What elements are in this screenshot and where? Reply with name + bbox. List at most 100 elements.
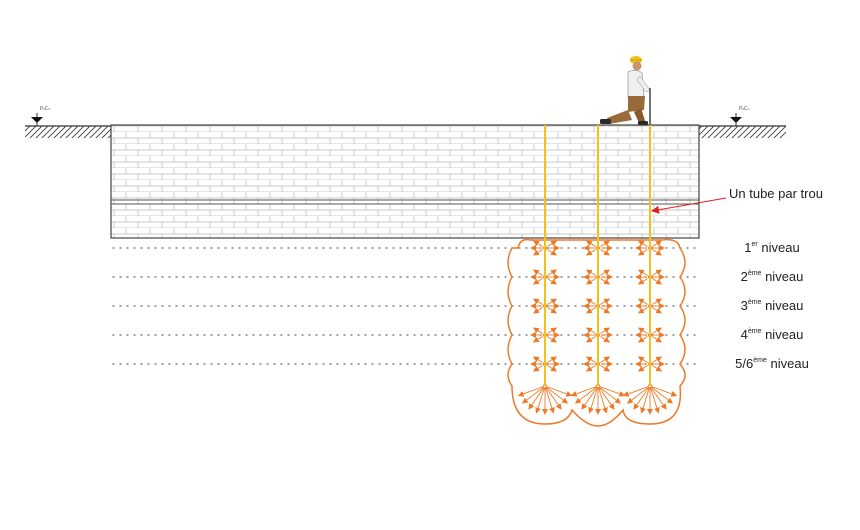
injection-arrow-icon — [585, 240, 596, 247]
injection-arrow-icon — [585, 249, 596, 256]
injection-arrow-icon — [532, 249, 543, 256]
injection-arrow-icon — [637, 336, 648, 343]
injection-fan-arrow-icon — [640, 385, 651, 414]
injection-arrow-icon — [532, 298, 543, 305]
injection-arrow-icon — [547, 327, 558, 334]
injection-arrow-icon — [547, 249, 558, 256]
injection-arrow-icon — [585, 356, 596, 363]
injection-zone — [507, 238, 686, 427]
level-label-2: 2ème niveau — [740, 269, 804, 284]
level-label-4: 4ème niveau — [740, 327, 804, 342]
injection-arrow-icon — [585, 336, 596, 343]
injection-arrow-icon — [637, 327, 648, 334]
injection-arrow-icon — [637, 365, 648, 372]
injection-arrow-icon — [532, 269, 543, 276]
injection-arrow-icon — [637, 298, 648, 305]
injection-fan-arrow-icon — [544, 385, 562, 410]
injection-arrow-icon — [600, 307, 611, 314]
injection-fan-arrow-icon — [649, 385, 667, 410]
injection-arrow-icon — [652, 240, 663, 247]
injection-fan-arrow-icon — [517, 385, 546, 397]
injection-fan-arrow-icon — [581, 385, 599, 410]
injection-arrow-icon — [532, 356, 543, 363]
injection-fan-arrow-icon — [626, 385, 651, 404]
injection-fan-arrow-icon — [597, 385, 626, 397]
injection-fan-arrow-icon — [597, 385, 608, 414]
injection-arrow-icon — [652, 298, 663, 305]
injection-arrow-icon — [600, 327, 611, 334]
injection-arrow-icon — [652, 365, 663, 372]
injection-fan-arrow-icon — [649, 385, 674, 404]
level-marker-icon-left — [31, 113, 43, 126]
injection-fan-arrow-icon — [588, 385, 599, 414]
injection-arrow-icon — [637, 307, 648, 314]
injection-arrow-icon — [600, 269, 611, 276]
annotation-arrow-icon — [651, 197, 727, 214]
injection-zone-outline — [507, 238, 686, 427]
injection-arrow-icon — [532, 240, 543, 247]
injection-arrow-icon — [532, 278, 543, 285]
injection-arrow-icon — [547, 298, 558, 305]
injection-arrow-icon — [637, 356, 648, 363]
injection-arrow-icon — [652, 327, 663, 334]
injection-arrow-icon — [600, 240, 611, 247]
ground-reference-right: P₀C₀ — [739, 106, 750, 112]
injection-arrow-icon — [652, 278, 663, 285]
injection-arrow-icon — [547, 356, 558, 363]
injection-arrow-icon — [532, 365, 543, 372]
injection-arrow-icon — [652, 336, 663, 343]
injection-arrow-icon — [652, 307, 663, 314]
injection-tubes — [544, 125, 651, 386]
injection-fan-arrow-icon — [544, 385, 569, 404]
injection-arrow-icon — [547, 336, 558, 343]
injection-arrow-icon — [637, 249, 648, 256]
level-label-5: 5/6ème niveau — [735, 356, 809, 371]
worker-figure-icon — [600, 56, 651, 125]
injection-fan-arrow-icon — [574, 385, 599, 404]
injection-fan-arrow-icon — [528, 385, 546, 410]
ground-reference-left: P₀C₀ — [40, 106, 51, 112]
injection-arrow-icon — [600, 356, 611, 363]
injection-arrow-icon — [585, 327, 596, 334]
injection-arrow-icon — [652, 249, 663, 256]
injection-arrow-icon — [600, 278, 611, 285]
level-label-1: 1er niveau — [744, 240, 800, 255]
ground-surface — [25, 125, 786, 138]
injection-arrow-icon — [600, 298, 611, 305]
injection-arrow-icon — [652, 269, 663, 276]
injection-fan-arrow-icon — [544, 385, 555, 414]
injection-arrow-icon — [532, 307, 543, 314]
tube-annotation: Un tube par trou — [729, 186, 823, 201]
injection-arrow-icon — [600, 249, 611, 256]
injection-arrow-icon — [585, 278, 596, 285]
injection-fan-arrow-icon — [649, 385, 678, 397]
level-label-3: 3ème niveau — [740, 298, 804, 313]
injection-fan-arrow-icon — [521, 385, 546, 404]
injection-arrow-icon — [547, 365, 558, 372]
injection-arrow-icon — [585, 365, 596, 372]
foundation-wall — [110, 124, 700, 239]
injection-fan-arrow-icon — [535, 385, 546, 414]
injection-arrow-icon — [585, 269, 596, 276]
injection-fan-arrow-icon — [649, 385, 660, 414]
injection-arrow-icon — [637, 278, 648, 285]
injection-arrow-icon — [547, 307, 558, 314]
injection-arrow-icon — [637, 240, 648, 247]
injection-fan-arrow-icon — [597, 385, 622, 404]
injection-fan-arrow-icon — [570, 385, 599, 397]
injection-arrow-icon — [532, 336, 543, 343]
injection-arrow-icon — [532, 327, 543, 334]
injection-fan-arrow-icon — [622, 385, 651, 397]
injection-arrow-icon — [600, 365, 611, 372]
injection-arrow-icon — [585, 298, 596, 305]
injection-arrow-icon — [547, 240, 558, 247]
injection-fan-arrow-icon — [597, 385, 615, 410]
injection-arrow-icon — [637, 269, 648, 276]
level-lines — [112, 247, 701, 365]
injection-arrow-icon — [652, 356, 663, 363]
level-marker-icon-right — [730, 113, 742, 126]
injection-arrow-icon — [585, 307, 596, 314]
injection-fan-arrow-icon — [633, 385, 651, 410]
injection-arrow-icon — [547, 278, 558, 285]
